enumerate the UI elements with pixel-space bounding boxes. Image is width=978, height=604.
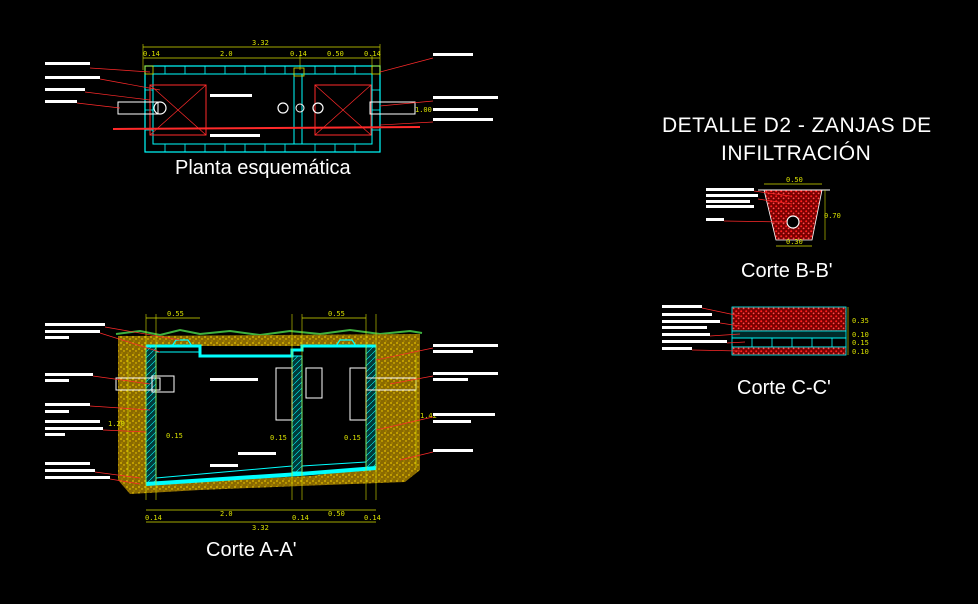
dim-total: 3.32 <box>252 39 269 47</box>
cc-leaders <box>662 305 746 352</box>
bb-leaders <box>706 188 793 223</box>
detail-title-line2: INFILTRACIÓN <box>721 142 871 165</box>
grass-line <box>115 328 423 337</box>
bb-trench <box>763 189 823 241</box>
outlet-pipe <box>369 101 416 115</box>
aa-dim-pipe-right: 0.15 <box>344 434 361 442</box>
corte-cc-view: 0.35 0.10 0.15 0.10 Corte C-C' <box>662 305 869 399</box>
dim-chamber2: 0.50 <box>327 50 344 58</box>
middle-wall <box>293 73 303 145</box>
aa-dim-bottom-mid-wall: 0.14 <box>292 514 309 522</box>
cc-layer-2 <box>731 330 847 339</box>
corte-aa-view: 0.55 0.55 1.20 1.42 0.15 0.15 0.15 0.14 … <box>45 310 498 561</box>
bb-pipe <box>786 215 800 229</box>
cc-dim-layer2: 0.10 <box>852 331 869 339</box>
aa-dim-bottom-chamber2: 0.50 <box>328 510 345 518</box>
aa-dim-bottom-chamber1: 2.0 <box>220 510 233 518</box>
planta-view: 3.32 0.14 2.0 0.14 0.50 0.14 <box>45 39 498 179</box>
bb-dim-top: 0.50 <box>786 176 803 184</box>
aa-dim-pipe-left: 0.15 <box>166 432 183 440</box>
dim-height: 1.00 <box>415 106 432 114</box>
aa-dim-top-left: 0.55 <box>167 310 184 318</box>
aa-dim-bottom-total: 3.32 <box>252 524 269 532</box>
mid-wall <box>291 355 303 473</box>
right-wall <box>365 345 377 469</box>
cc-layer-gravel <box>731 306 847 332</box>
aa-leaders-left <box>45 323 181 485</box>
manhole-2 <box>314 84 372 136</box>
caption-corte-bb: Corte B-B' <box>741 260 833 282</box>
inlet-pipe <box>117 101 159 115</box>
bb-dim-bottom: 0.30 <box>786 238 803 246</box>
planta-leaders-right <box>379 53 498 126</box>
cc-dim-layer1: 0.35 <box>852 317 869 325</box>
left-wall <box>145 345 157 485</box>
aa-inlet-pipe <box>115 377 161 391</box>
base-red-line <box>112 126 421 130</box>
aa-dim-top-right: 0.55 <box>328 310 345 318</box>
dim-left-wall: 0.14 <box>143 50 160 58</box>
caption-planta: Planta esquemática <box>175 157 352 179</box>
cc-layer-base <box>731 346 847 356</box>
aa-dim-right-height: 1.42 <box>420 412 437 420</box>
manhole-1 <box>149 84 207 136</box>
caption-corte-aa: Corte A-A' <box>206 539 297 561</box>
aa-dim-bottom-left-wall: 0.14 <box>145 514 162 522</box>
detail-title-line1: DETALLE D2 - ZANJAS DE <box>662 114 932 137</box>
dim-right-wall: 0.14 <box>364 50 381 58</box>
caption-corte-cc: Corte C-C' <box>737 377 831 399</box>
excavation <box>148 346 372 484</box>
planta-leaders-left <box>45 62 161 109</box>
dim-chamber1: 2.0 <box>220 50 233 58</box>
bb-dim-height: 0.70 <box>824 212 841 220</box>
dim-mid-wall: 0.14 <box>290 50 307 58</box>
aa-dim-left-height: 1.20 <box>108 420 125 428</box>
cc-dim-layer3: 0.15 <box>852 339 869 347</box>
aa-dim-bottom-right-wall: 0.14 <box>364 514 381 522</box>
tank-outline <box>144 65 381 153</box>
corte-bb-view: 0.50 0.70 0.30 Corte B-B' <box>706 176 841 282</box>
aa-leaders-right <box>375 344 498 461</box>
aa-tee-pipe-right <box>305 367 323 399</box>
bottom-slab <box>145 466 377 486</box>
aa-dim-pipe-mid: 0.15 <box>270 434 287 442</box>
wall-blocks <box>145 66 380 152</box>
tank-inner <box>152 73 373 145</box>
cc-layer-pipes <box>731 337 847 348</box>
cc-dim-layer4: 0.10 <box>852 348 869 356</box>
